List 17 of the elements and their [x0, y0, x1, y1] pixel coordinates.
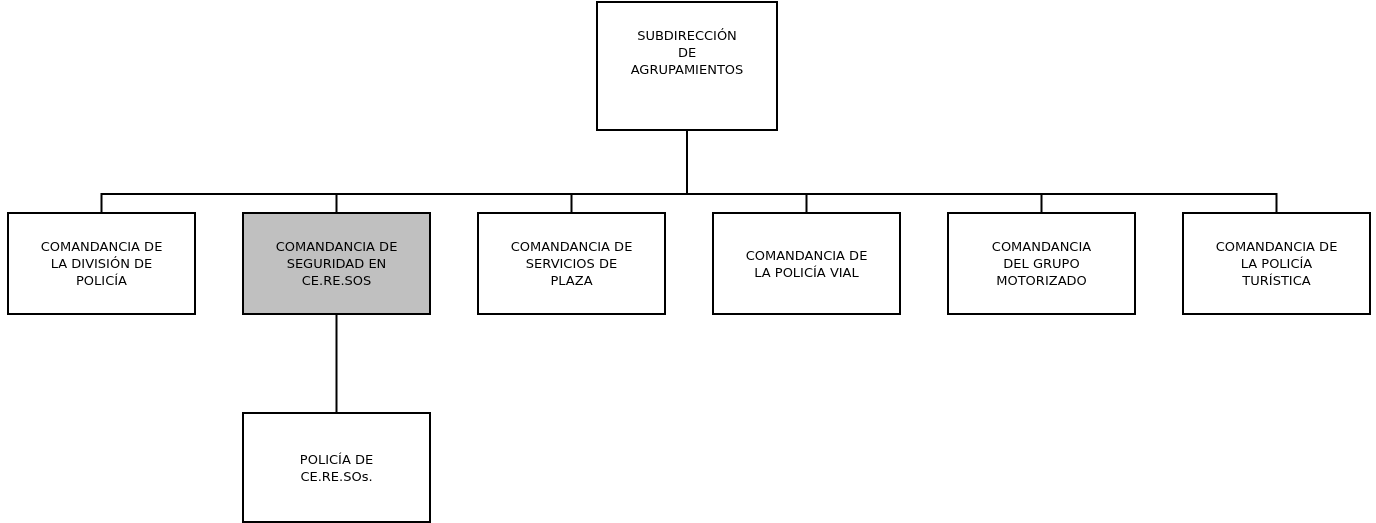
connector-line: [335, 314, 338, 413]
org-box: [712, 212, 901, 315]
unit-name: POLICÍA DE CE.RE.SOs.: [298, 450, 375, 485]
org-box: [242, 212, 431, 315]
unit-name: COMANDANCIA DE LA DIVISIÓN DE POLICÍA: [39, 238, 164, 289]
unit-name: COMANDANCIA DE LA POLICÍA VIAL: [744, 246, 869, 281]
org-box: [1182, 212, 1371, 315]
unit-name: COMANDANCIA DE SERVICIOS DE PLAZA: [509, 238, 634, 289]
unit-name: COMANDANCIA DE SEGURIDAD EN CE.RE.SOS: [274, 238, 399, 289]
unit-name: COMANDANCIA DEL GRUPO MOTORIZADO: [990, 238, 1093, 289]
org-box: [7, 212, 196, 315]
org-box: [477, 212, 666, 315]
org-box: [596, 1, 778, 131]
unit-name: SUBDIRECCIÓN DE AGRUPAMIENTOS: [630, 26, 744, 78]
unit-name: COMANDANCIA DE LA POLICÍA TURÍSTICA: [1214, 238, 1339, 289]
org-box: [242, 412, 431, 523]
org-box: [947, 212, 1136, 315]
